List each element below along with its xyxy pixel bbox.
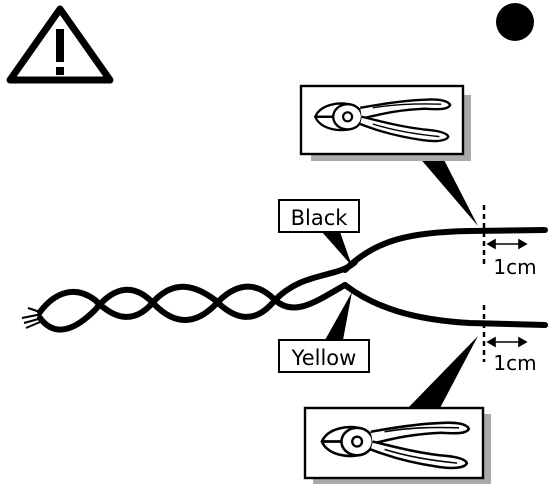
step-number: 2 xyxy=(506,8,524,38)
top-tool-pointer xyxy=(418,156,478,226)
black-label-text: Black xyxy=(291,206,349,230)
yellow-label-text: Yellow xyxy=(291,346,357,370)
yellow-label-pointer xyxy=(325,292,352,340)
strip-length-bottom: 1cm xyxy=(493,351,536,375)
warning-triangle-icon xyxy=(6,5,114,84)
yellow-wire xyxy=(342,282,548,328)
bottom-tool-pointer xyxy=(408,336,478,408)
wire-frayed-end xyxy=(21,307,43,329)
black-wire xyxy=(342,227,548,273)
black-label-pointer xyxy=(322,232,352,266)
strip-length-top: 1cm xyxy=(493,255,536,279)
black-label: Black xyxy=(278,199,360,233)
measure-arrow-top xyxy=(486,238,528,250)
measure-arrow-bottom xyxy=(486,336,528,348)
top-tool-callout xyxy=(299,84,471,161)
bottom-tool-callout xyxy=(303,406,491,484)
step-badge: 2 xyxy=(496,3,534,41)
yellow-label: Yellow xyxy=(278,339,370,373)
twisted-wire-pair xyxy=(37,259,358,333)
